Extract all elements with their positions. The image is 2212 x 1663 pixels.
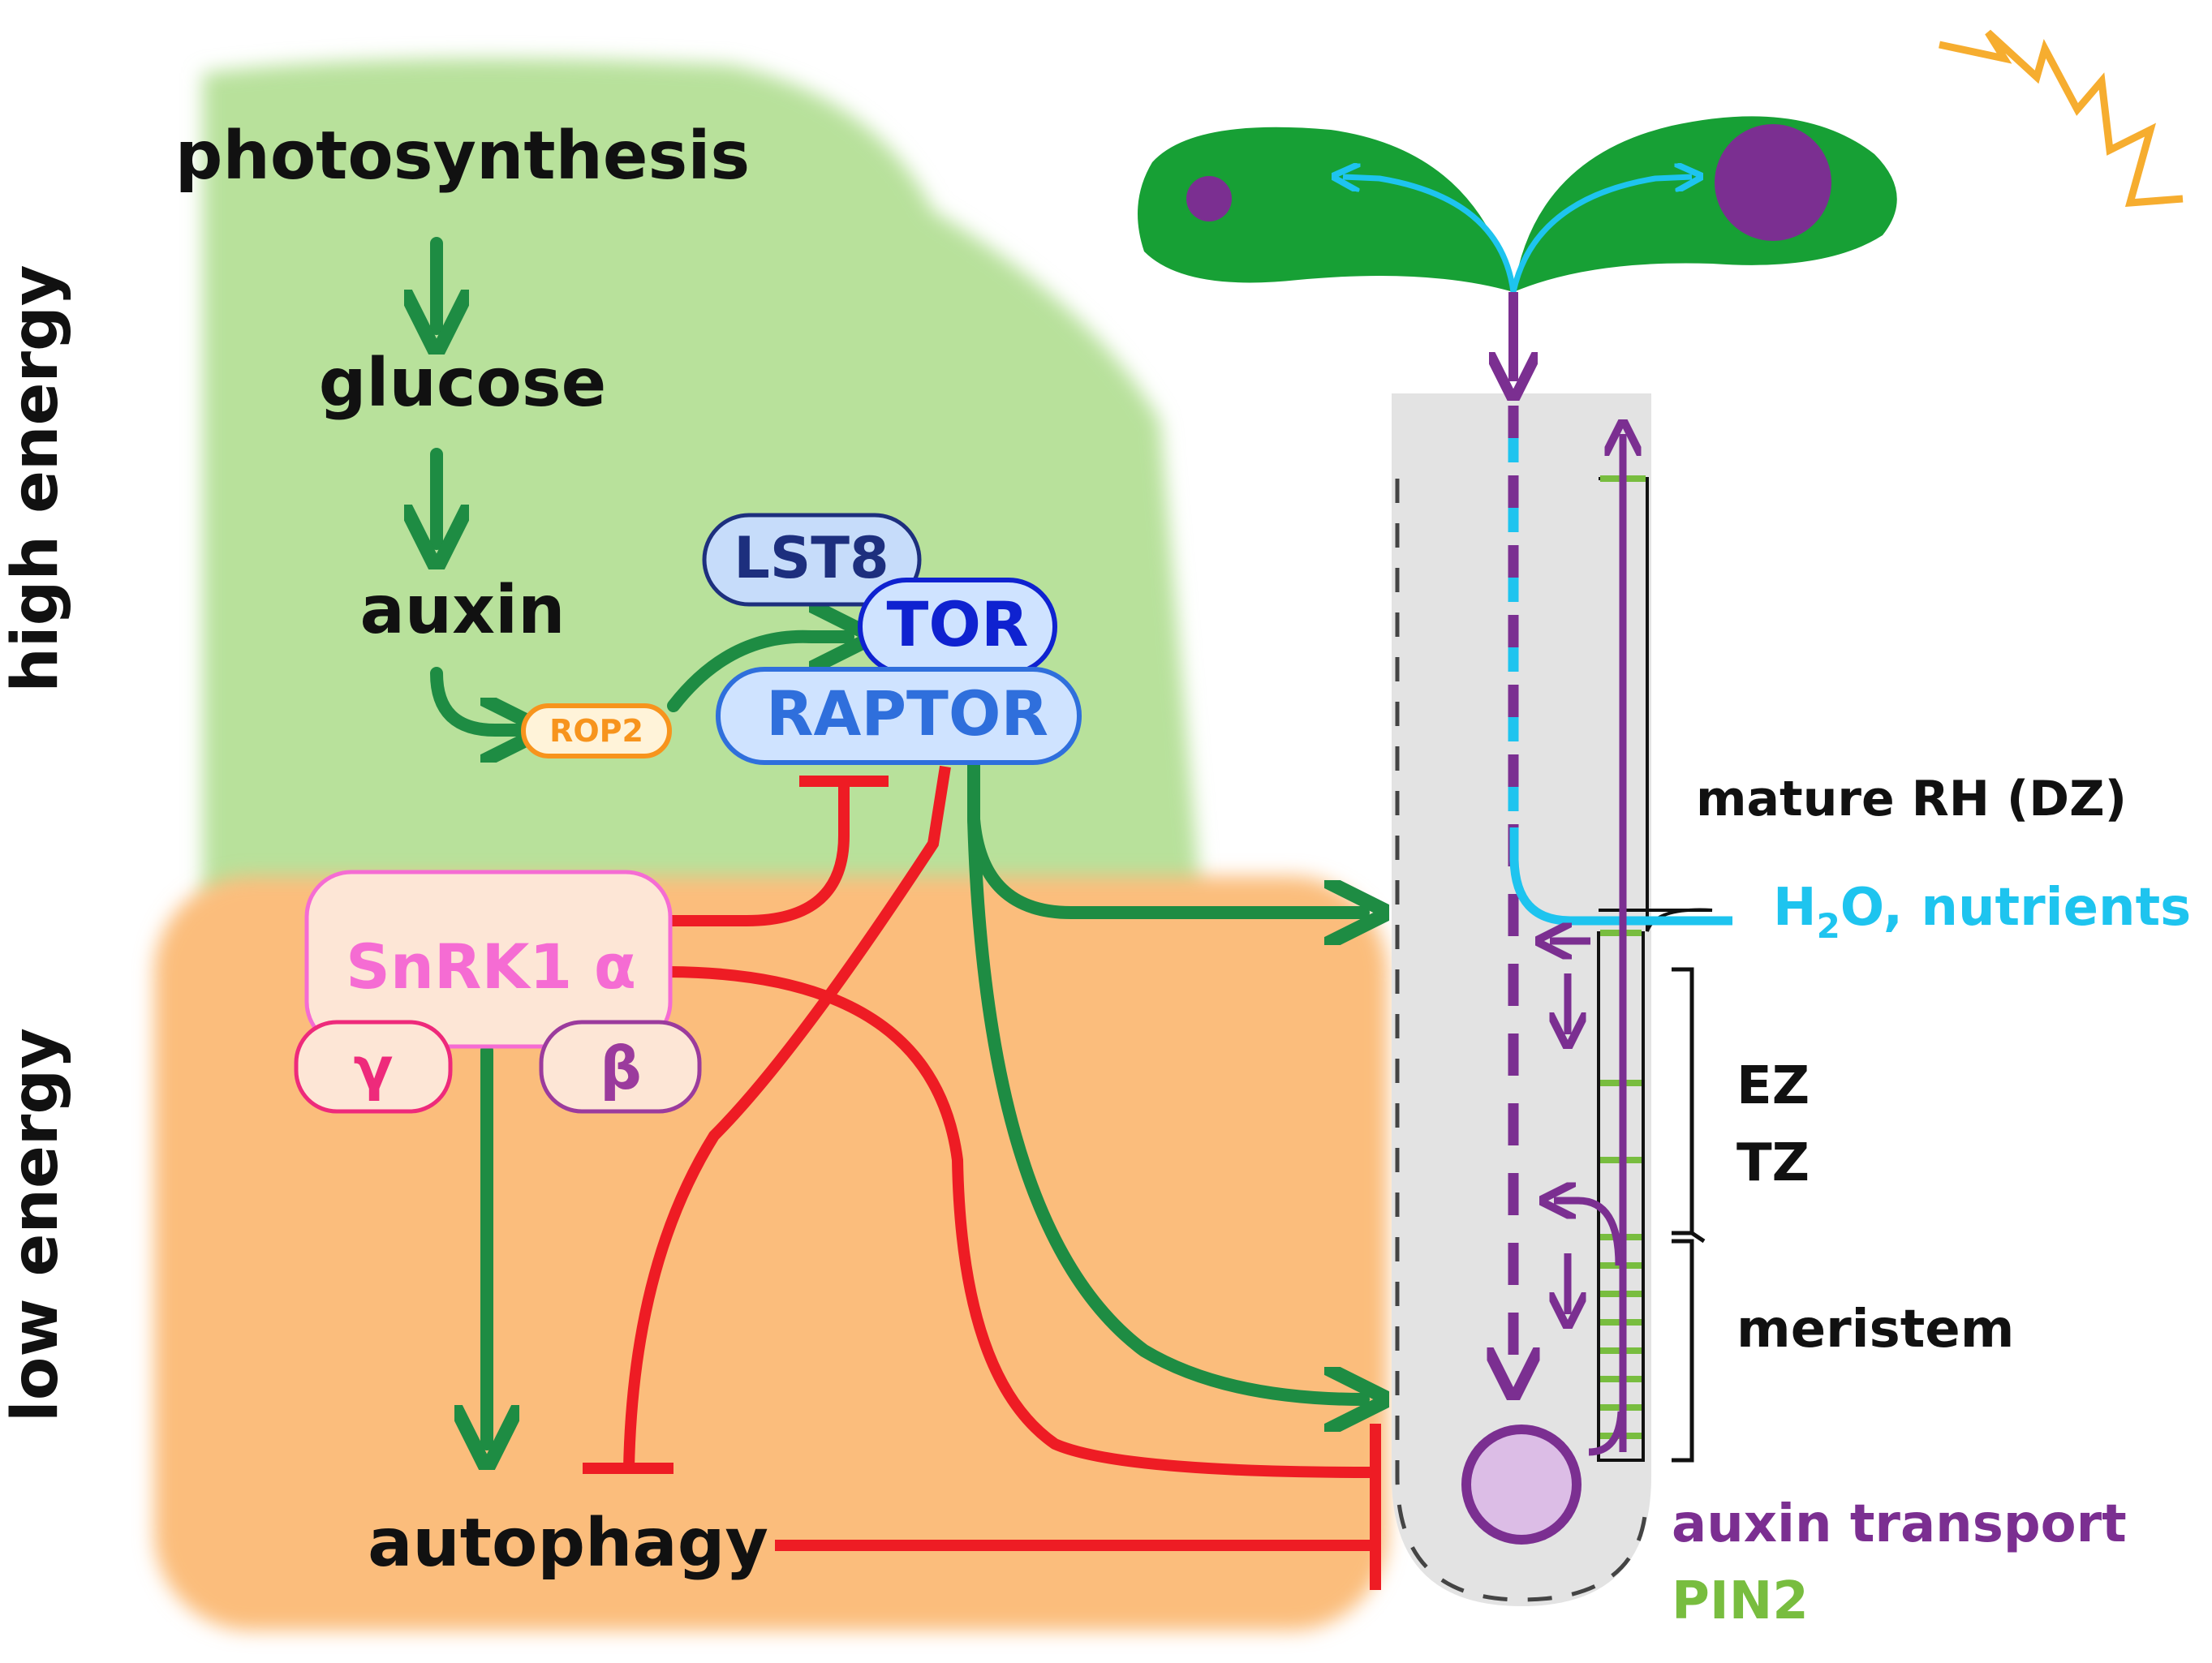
- lst8-node: LST8: [702, 513, 922, 607]
- activation-arrows: [430, 237, 1363, 1444]
- right-cotyledon-auxin: [1715, 124, 1831, 241]
- auxin-transport-legend: auxin transport: [1672, 1494, 2127, 1554]
- meristem-label: meristem: [1736, 1300, 2014, 1360]
- auxin-to-rop2-arrow: [430, 667, 519, 730]
- rop2-node: ROP2: [521, 703, 672, 758]
- inhibition-lines: [583, 765, 1381, 1590]
- lateral-auxin-arrows: [1550, 941, 1623, 1314]
- raptor-to-meristem-arrow: [967, 813, 1363, 1399]
- gamma-subunit-node: γ: [294, 1020, 453, 1114]
- snrk1-inhibits-root-growth: [669, 966, 1372, 1478]
- h2o-nutrients-label: H2O, nutrients: [1773, 878, 2191, 946]
- beta-label: β: [600, 1034, 642, 1102]
- zone-brackets: [1672, 967, 1706, 1463]
- high-energy-label: high energy: [0, 264, 72, 692]
- ez-label: EZ: [1736, 1056, 1810, 1116]
- glucose-label: glucose: [319, 345, 607, 422]
- root-body: [1392, 393, 1651, 1606]
- pin2-legend: PIN2: [1672, 1571, 1809, 1631]
- tor-complex: LST8 TOR RAPTOR: [702, 513, 1082, 765]
- snrk1-alpha-node: SnRK1 α: [304, 870, 673, 1049]
- mature-rh-label: mature RH (DZ): [1696, 771, 2127, 827]
- lst8-label: LST8: [734, 525, 889, 591]
- gamma-label: γ: [353, 1034, 393, 1102]
- root-outline-dashed: [1395, 479, 1648, 1602]
- seedling-shoot: [1138, 116, 1897, 381]
- right-cotyledon: [1513, 116, 1897, 292]
- quiescent-center-to-epidermis: [1588, 1411, 1625, 1456]
- snrk1-alpha-label: SnRK1 α: [346, 930, 636, 1003]
- rop2-to-tor-arrow: [667, 637, 848, 712]
- raptor-node: RAPTOR: [716, 667, 1082, 765]
- snrk1-inhibits-raptor: [669, 783, 850, 926]
- auxin-label: auxin: [359, 572, 565, 649]
- beta-subunit-node: β: [539, 1020, 702, 1114]
- left-cotyledon: [1138, 127, 1513, 292]
- tor-node: TOR: [858, 578, 1057, 676]
- photosynthesis-label: photosynthesis: [175, 118, 751, 195]
- tor-label: TOR: [887, 588, 1029, 660]
- low-energy-label: low energy: [0, 1028, 72, 1422]
- tor-inhibits-autophagy: [623, 765, 951, 1469]
- sun-icon: [1939, 29, 2184, 207]
- raptor-label: RAPTOR: [766, 677, 1048, 750]
- left-cotyledon-auxin: [1186, 176, 1232, 221]
- water-uptake-path: [1509, 827, 1732, 926]
- rop2-label: ROP2: [549, 713, 643, 749]
- quiescent-center: [1461, 1425, 1582, 1545]
- autophagy-label: autophagy: [368, 1505, 768, 1582]
- tz-label: TZ: [1736, 1133, 1810, 1193]
- shoot-water-arrows: [1343, 177, 1692, 293]
- snrk1-complex: SnRK1 α γ β: [294, 870, 702, 1114]
- root: [1392, 393, 1732, 1606]
